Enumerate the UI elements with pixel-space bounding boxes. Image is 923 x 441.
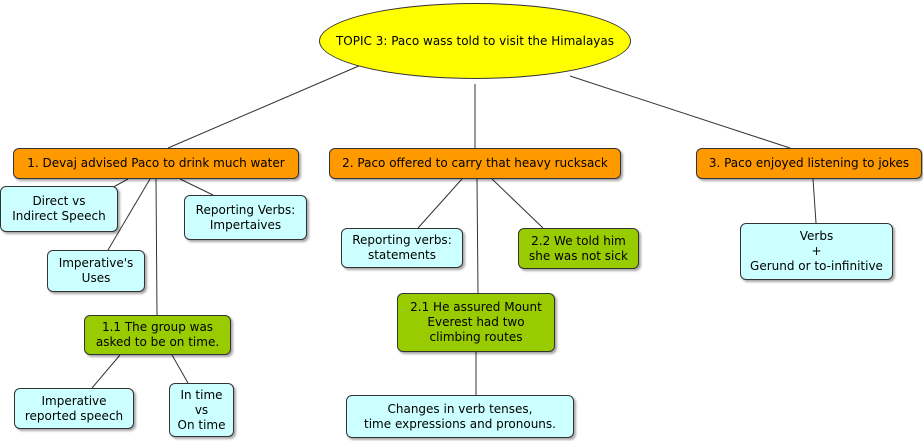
link-b2-sub21	[476, 178, 479, 294]
subtopic-2-2-node[interactable]: 2.2 We told him she was not sick	[518, 228, 639, 269]
direct-vs-indirect-node[interactable]: Direct vs Indirect Speech	[0, 186, 118, 232]
link-sub1-in-time	[171, 354, 189, 384]
imperative-uses-node[interactable]: Imperative's Uses	[47, 250, 145, 292]
link-topic-branch3	[569, 75, 791, 149]
link-b2-reporting	[417, 178, 463, 229]
link-b1-sub	[155, 178, 158, 316]
imperative-reported-speech-node[interactable]: Imperative reported speech	[14, 388, 134, 429]
verbs-gerund-infinitive-node[interactable]: Verbs + Gerund or to-infinitive	[740, 223, 893, 280]
branch-2-node[interactable]: 2. Paco offered to carry that heavy ruck…	[329, 148, 621, 179]
subtopic-2-1-node[interactable]: 2.1 He assured Mount Everest had two cli…	[397, 293, 555, 352]
link-sub1-imperative-reported	[91, 354, 121, 389]
subtopic-1-1-node[interactable]: 1.1 The group was asked to be on time.	[84, 315, 231, 355]
branch-1-node[interactable]: 1. Devaj advised Paco to drink much wate…	[13, 148, 299, 179]
branch-3-node[interactable]: 3. Paco enjoyed listening to jokes	[696, 148, 922, 179]
reporting-verbs-statements-node[interactable]: Reporting verbs: statements	[341, 228, 463, 268]
in-time-on-time-node[interactable]: In time vs On time	[169, 383, 234, 437]
link-b1-imperative-uses	[107, 178, 151, 251]
changes-verb-tenses-node[interactable]: Changes in verb tenses, time expressions…	[346, 395, 574, 438]
reporting-verbs-imperatives-node[interactable]: Reporting Verbs: Impertaives	[184, 195, 307, 240]
link-b2-sub22	[491, 178, 544, 229]
link-b1-reporting	[179, 178, 214, 196]
link-b3-verbs	[812, 178, 817, 224]
topic-node[interactable]: TOPIC 3: Paco wass told to visit the Him…	[319, 3, 631, 79]
link-topic-branch1	[167, 61, 369, 149]
